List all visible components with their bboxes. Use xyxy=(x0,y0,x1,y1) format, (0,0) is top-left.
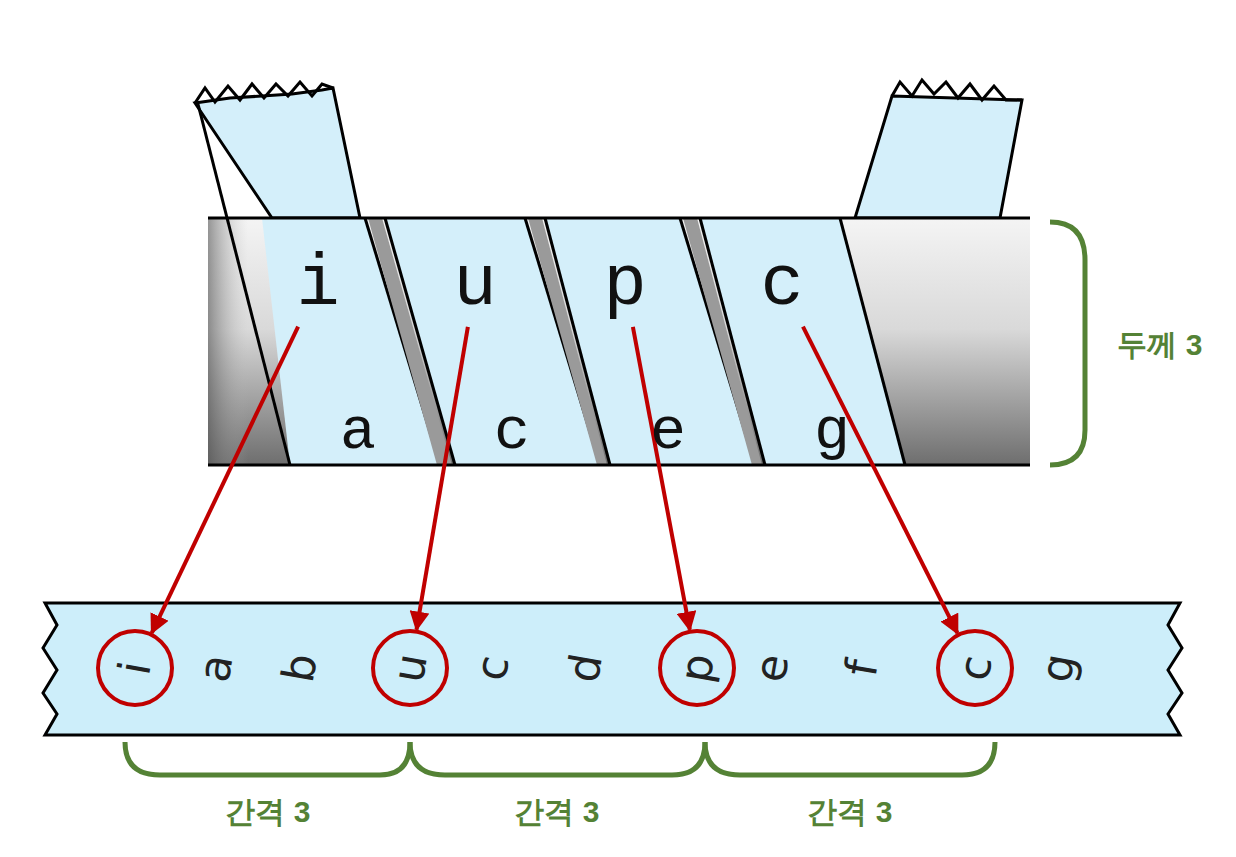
tape-end xyxy=(195,88,360,218)
rod-letter-box: c xyxy=(756,247,807,323)
circled-letter: c xyxy=(936,629,1014,707)
label-holder: c xyxy=(494,402,530,462)
hidden-row-letter: g xyxy=(814,398,850,466)
label-holder: d xyxy=(571,646,599,690)
tape-edges xyxy=(198,104,905,465)
interval-bracket xyxy=(125,742,410,775)
paper-strip xyxy=(43,603,1182,735)
hidden-row-letter: c xyxy=(494,398,530,466)
rod-edge xyxy=(208,464,1030,467)
mapping-arrow xyxy=(633,327,690,630)
dimension-label: 간격 3 xyxy=(514,795,599,828)
dimension-label: 간격 3 xyxy=(807,795,892,828)
rod-shade xyxy=(208,218,248,465)
circled-letter: u xyxy=(371,629,449,707)
label-holder: f xyxy=(854,646,870,690)
cipher-letter: p xyxy=(673,650,721,685)
hidden-row-letter: e xyxy=(650,398,686,466)
cipher-letter: c xyxy=(951,652,999,683)
label-holder: 두께 3 xyxy=(1117,330,1202,360)
tape-tear xyxy=(195,82,333,103)
rod-letter-box: i xyxy=(292,247,343,323)
tape-end xyxy=(855,96,1022,218)
plain-letter: p xyxy=(599,247,650,323)
thickness-bracket xyxy=(1050,222,1085,465)
dimension-label: 두께 3 xyxy=(1117,328,1202,361)
label-holder: g xyxy=(1044,646,1072,690)
hidden-row-letter: a xyxy=(340,398,376,466)
plain-letter: c xyxy=(756,247,807,323)
rod xyxy=(208,218,1030,465)
rod-letter-box: u xyxy=(449,247,500,323)
label-holder: e xyxy=(758,646,785,690)
label-holder: a xyxy=(340,402,376,462)
label-holder: a xyxy=(202,646,229,690)
cipher-letter: u xyxy=(386,650,434,685)
interval-bracket xyxy=(410,742,705,775)
label-holder: c xyxy=(480,646,504,690)
tape-band xyxy=(700,218,905,465)
label-holder: 간격 3 xyxy=(225,797,310,827)
cipher-letter: i xyxy=(112,658,157,678)
dimension-label: 간격 3 xyxy=(225,795,310,828)
mapping-arrow xyxy=(417,327,468,630)
label-holder: g xyxy=(814,402,850,462)
label-holder: 간격 3 xyxy=(807,797,892,827)
rod-letter-box: p xyxy=(599,247,650,323)
interval-bracket xyxy=(705,742,995,775)
tape-gaps xyxy=(368,218,762,465)
label-holder: 간격 3 xyxy=(514,797,599,827)
mapping-arrow xyxy=(803,327,958,634)
circled-letter: p xyxy=(658,629,736,707)
rod-edge xyxy=(208,217,1030,220)
label-holder: b xyxy=(286,646,314,690)
plain-letter: u xyxy=(449,247,500,323)
label-holder: e xyxy=(650,402,686,462)
plain-letter: i xyxy=(292,247,343,323)
mapping-arrow xyxy=(152,327,298,633)
circled-letter: i xyxy=(96,629,174,707)
tape-tear xyxy=(892,80,1022,100)
